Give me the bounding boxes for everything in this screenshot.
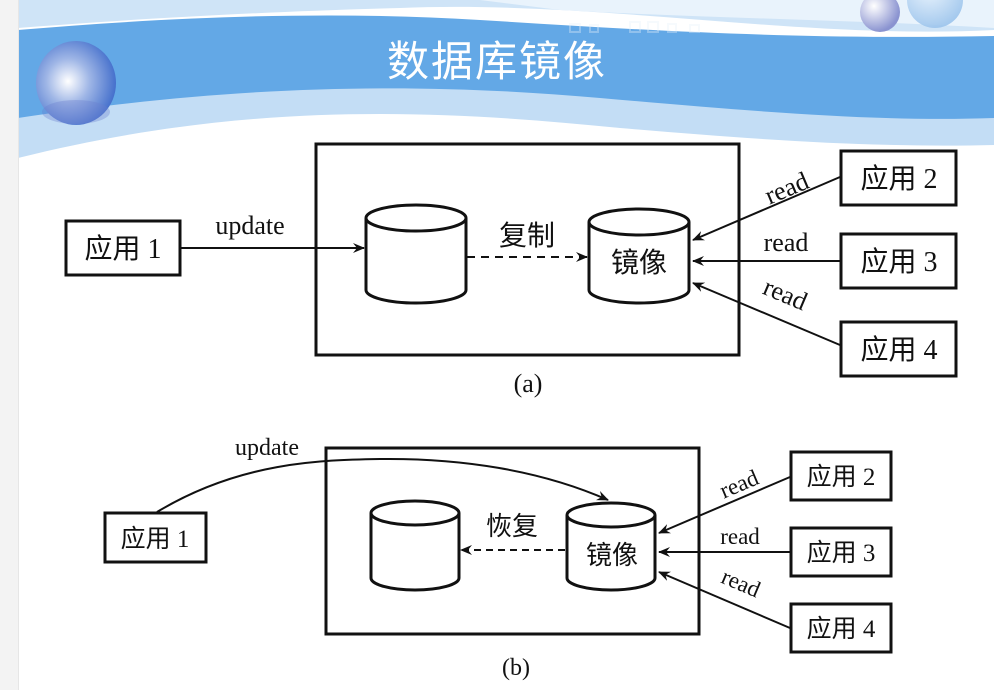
app1-label-a: 应用 1 bbox=[84, 233, 161, 265]
mirror-db-label-b: 镜像 bbox=[586, 541, 638, 570]
replication-label-a: 复制 bbox=[499, 220, 555, 252]
app2-box-b: 应用 2 bbox=[789, 450, 893, 502]
update-label-b: update bbox=[235, 435, 299, 461]
left-margin-strip bbox=[0, 0, 19, 690]
read-arrow-app2-b bbox=[658, 476, 791, 534]
main-band bbox=[18, 15, 994, 119]
recovery-label-b: 恢复 bbox=[486, 512, 538, 541]
diagram-b: 应用 1 update 恢复 镜像 应用 2 应用 3 应用 4 bbox=[103, 435, 893, 681]
read-label-app3-a: read bbox=[764, 228, 809, 257]
app3-label-b: 应用 3 bbox=[807, 539, 876, 567]
caption-b: (b) bbox=[502, 655, 530, 681]
update-label-a: update bbox=[215, 211, 284, 240]
read-arrow-app4-a bbox=[692, 282, 841, 346]
app1-box-a: 应用 1 bbox=[64, 219, 182, 277]
caption-a: (a) bbox=[514, 369, 543, 398]
primary-db-cylinder-b bbox=[369, 499, 461, 592]
app3-box-a: 应用 3 bbox=[839, 232, 958, 290]
server-box-b bbox=[324, 446, 701, 636]
app4-box-a: 应用 4 bbox=[839, 320, 958, 378]
app4-box-b: 应用 4 bbox=[789, 602, 893, 654]
right-large-sphere bbox=[907, 0, 963, 28]
read-label-app2-a: read bbox=[760, 166, 813, 210]
primary-db-cylinder-a bbox=[364, 203, 468, 305]
diagram-a: 应用 1 update 复制 镜像 应用 2 应用 3 应用 4 bbox=[64, 142, 958, 398]
read-label-app3-b: read bbox=[720, 524, 760, 549]
app2-label-b: 应用 2 bbox=[807, 463, 876, 491]
app1-label-b: 应用 1 bbox=[121, 525, 190, 553]
mirror-db-cylinder-b bbox=[565, 501, 657, 592]
mirror-db-cylinder-a bbox=[587, 207, 691, 305]
app3-box-b: 应用 3 bbox=[789, 526, 893, 578]
mirror-db-label-a: 镜像 bbox=[611, 247, 667, 279]
app2-box-a: 应用 2 bbox=[839, 149, 958, 207]
slide-title: 数据库镜像 bbox=[386, 37, 607, 86]
lower-light-wave bbox=[18, 74, 994, 158]
right-small-sphere bbox=[860, 0, 900, 32]
update-arrow-b bbox=[156, 457, 609, 513]
left-sphere bbox=[36, 41, 116, 125]
read-label-app4-b: read bbox=[718, 564, 765, 603]
app3-label-a: 应用 3 bbox=[860, 246, 937, 278]
app4-label-a: 应用 4 bbox=[860, 334, 937, 366]
app4-label-b: 应用 4 bbox=[807, 615, 876, 643]
read-label-app4-a: read bbox=[759, 272, 812, 316]
read-arrow-app2-a bbox=[692, 176, 841, 241]
read-label-app2-b: read bbox=[716, 465, 763, 504]
app2-label-a: 应用 2 bbox=[860, 163, 937, 195]
header-banner bbox=[18, 0, 994, 158]
read-arrow-app4-b bbox=[658, 571, 791, 629]
server-box-a bbox=[314, 142, 741, 357]
app1-box-b: 应用 1 bbox=[103, 511, 208, 564]
